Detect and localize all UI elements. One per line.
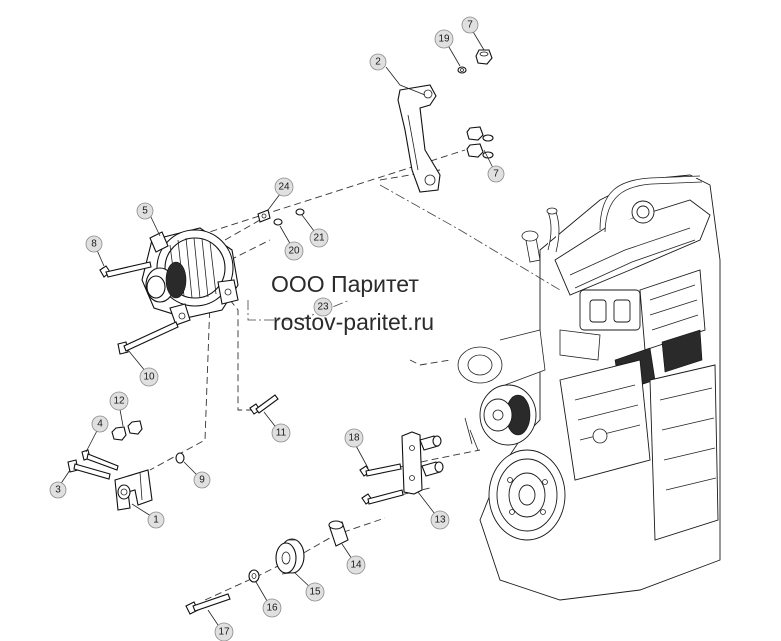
callout-label: 10 (143, 372, 155, 383)
callout-label: 3 (55, 485, 61, 496)
callout-19: 19 (434, 29, 454, 49)
callout-10: 10 (139, 367, 159, 387)
callout-label: 21 (313, 233, 325, 244)
callout-label: 4 (97, 419, 103, 430)
callout-7-lower: 7 (487, 165, 505, 183)
callout-label: 7 (493, 169, 499, 180)
callout-label: 19 (438, 34, 450, 45)
callout-2: 2 (369, 53, 387, 71)
callout-20: 20 (284, 241, 304, 261)
bolt-8 (99, 261, 152, 278)
callout-label: 9 (199, 475, 205, 486)
bolts-18 (359, 463, 404, 505)
spacer-14 (328, 520, 349, 547)
callout-label: 12 (113, 396, 125, 407)
washer-16 (248, 569, 260, 583)
callout-label: 15 (309, 587, 321, 598)
callout-label: 7 (467, 20, 473, 31)
callout-label: 18 (348, 433, 360, 444)
callout-label: 17 (218, 627, 230, 638)
watermark-company: ООО Паритет (271, 271, 419, 297)
callout-label: 23 (317, 302, 329, 313)
upper-nuts (457, 49, 494, 159)
small-fittings (257, 208, 305, 226)
callout-1: 1 (147, 511, 165, 529)
callout-18: 18 (344, 428, 364, 448)
callout-15: 15 (305, 582, 325, 602)
bolt-11 (249, 394, 279, 415)
idler-pulley-15 (275, 538, 305, 575)
callout-label: 2 (375, 57, 381, 68)
watermark-site: rostov-paritet.ru (273, 309, 435, 335)
callout-11: 11 (271, 423, 291, 443)
idler-bracket (401, 431, 444, 495)
bracket-fasteners (67, 420, 143, 480)
callout-24: 24 (274, 177, 294, 197)
callout-3: 3 (49, 481, 67, 499)
upper-bracket (397, 84, 441, 193)
callout-12: 12 (109, 391, 129, 411)
callout-7-top: 7 (461, 16, 479, 34)
callout-label: 20 (288, 246, 300, 257)
bolt-17 (185, 593, 231, 615)
engine-assembly (457, 174, 721, 601)
callout-label: 5 (142, 206, 148, 217)
washer-9 (175, 452, 185, 464)
callout-label: 13 (434, 515, 446, 526)
lower-bracket (114, 469, 153, 511)
alternator (141, 227, 239, 326)
callout-label: 8 (91, 239, 97, 250)
callout-16: 16 (262, 598, 282, 618)
callout-label: 11 (276, 428, 287, 439)
callout-13: 13 (430, 510, 450, 530)
callout-label: 24 (278, 182, 290, 193)
callout-9: 9 (193, 471, 211, 489)
callout-label: 16 (266, 603, 278, 614)
callout-21: 21 (309, 228, 329, 248)
bolt-10 (117, 321, 179, 355)
callout-4: 4 (91, 415, 109, 433)
callout-label: 1 (153, 515, 159, 526)
callout-17: 17 (214, 622, 234, 641)
callout-label: 14 (350, 560, 362, 571)
callout-23: 23 (313, 297, 333, 317)
callout-8: 8 (85, 235, 103, 253)
callout-5: 5 (136, 202, 154, 220)
callout-14: 14 (346, 555, 366, 575)
